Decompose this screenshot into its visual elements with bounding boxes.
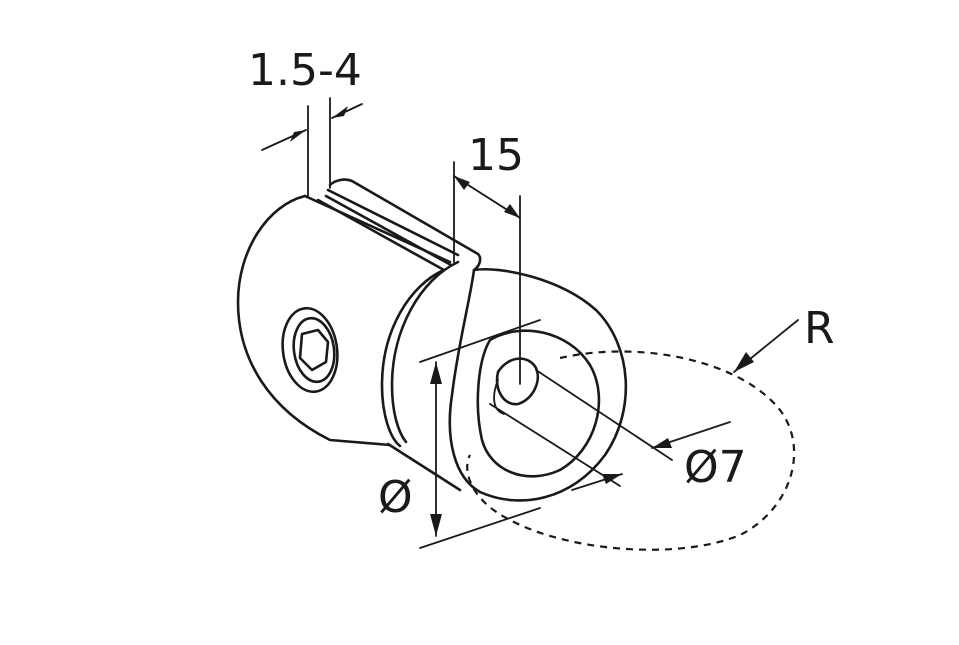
dimension-radius: R bbox=[466, 303, 835, 551]
hex-socket-screw-icon bbox=[281, 306, 339, 394]
clamp-body bbox=[236, 178, 628, 502]
dimension-width: 15 bbox=[453, 130, 524, 385]
dimension-hole-diameter: Ø7 bbox=[489, 369, 747, 493]
hole-diameter-label: Ø7 bbox=[684, 442, 747, 493]
dimension-outer-diameter: Ø bbox=[378, 319, 541, 549]
width-label: 15 bbox=[468, 130, 524, 181]
outer-diameter-label: Ø bbox=[378, 472, 413, 523]
clamp-range-label: 1.5-4 bbox=[248, 45, 362, 96]
radius-label: R bbox=[804, 303, 835, 354]
dimension-clamp-range: 1.5-4 bbox=[248, 45, 363, 197]
